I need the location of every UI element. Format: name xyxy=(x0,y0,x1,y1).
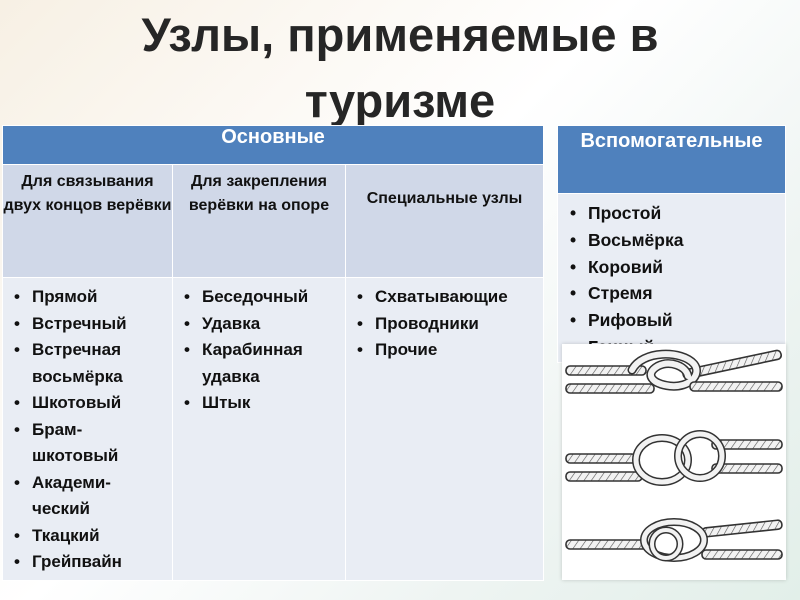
list-item: Брам-шкотовый xyxy=(12,417,166,470)
auxiliary-knots-table: Вспомогательные Простой Восьмёрка Корови… xyxy=(557,125,786,363)
auxiliary-list-cell: Простой Восьмёрка Коровий Стремя Рифовый… xyxy=(557,193,786,363)
column-heading-joining: Для связывания двух концов верёвки xyxy=(2,164,173,278)
column-heading-anchoring: Для закрепления верёвки на опоре xyxy=(172,164,346,278)
knot-2-icon xyxy=(565,430,783,486)
knot-list: Беседочный Удавка Карабинная удавка Штык xyxy=(173,278,345,417)
auxiliary-header-label: Вспомогательные xyxy=(580,130,763,152)
list-item: Шкотовый xyxy=(12,390,166,417)
column-list-joining: Прямой Встречный Встречная восьмёрка Шко… xyxy=(2,277,173,581)
list-item: Грейпвайн xyxy=(12,549,166,576)
list-item: Встречная восьмёрка xyxy=(12,337,166,390)
main-header: Основные xyxy=(1,125,545,165)
list-item: Стремя xyxy=(568,280,779,307)
list-item: Прямой xyxy=(12,284,166,311)
title-text: Узлы, применяемые в туризме xyxy=(141,8,659,127)
rope-knots-icon xyxy=(565,349,783,562)
list-item: Прочие xyxy=(355,337,537,364)
list-item: Штык xyxy=(182,390,339,417)
list-item: Рифовый xyxy=(568,307,779,334)
knot-3-icon xyxy=(565,518,783,562)
column-heading-special: Специальные узлы xyxy=(344,164,545,278)
list-item: Коровий xyxy=(568,254,779,281)
knot-list: Простой Восьмёрка Коровий Стремя Рифовый… xyxy=(558,194,785,361)
main-knots-table: Основные Для связывания двух концов верё… xyxy=(1,125,545,581)
list-item: Беседочный xyxy=(182,284,339,311)
rope-knots-illustration xyxy=(562,344,786,580)
list-item: Удавка xyxy=(182,311,339,338)
list-item: Карабинная удавка xyxy=(182,337,339,390)
page-title: Узлы, применяемые в туризме xyxy=(60,2,740,134)
list-item: Простой xyxy=(568,200,779,227)
column-list-anchoring: Беседочный Удавка Карабинная удавка Штык xyxy=(172,277,346,581)
knot-list: Прямой Встречный Встречная восьмёрка Шко… xyxy=(3,278,172,576)
knot-list: Схватывающие Проводники Прочие xyxy=(346,278,543,364)
knot-1-icon xyxy=(565,349,783,394)
list-item: Академи-ческий xyxy=(12,470,166,523)
auxiliary-header: Вспомогательные xyxy=(557,125,786,194)
list-item: Восьмёрка xyxy=(568,227,779,254)
list-item: Проводники xyxy=(355,311,537,338)
main-header-label: Основные xyxy=(221,126,325,148)
list-item: Ткацкий xyxy=(12,523,166,550)
list-item: Схватывающие xyxy=(355,284,537,311)
column-list-special: Схватывающие Проводники Прочие xyxy=(344,277,545,581)
list-item: Встречный xyxy=(12,311,166,338)
